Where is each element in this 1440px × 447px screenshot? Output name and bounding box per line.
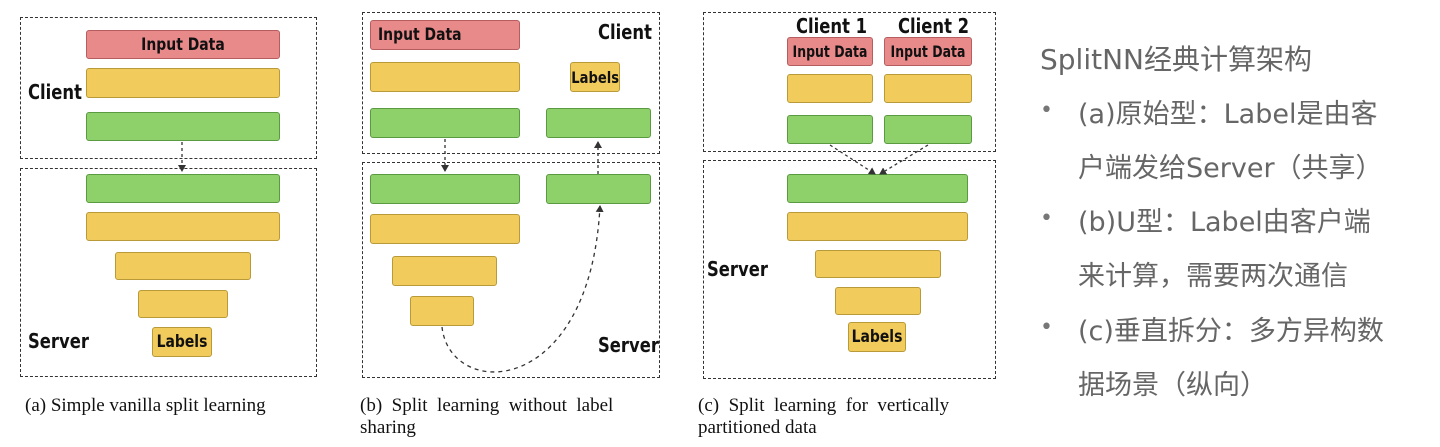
labels-block: Labels [152, 327, 212, 357]
input-data-block: Input Data [370, 20, 520, 50]
client-1-input-block: Input Data [787, 37, 873, 66]
bullet-dot: • [1040, 98, 1053, 123]
client-2-input-block: Input Data [884, 37, 972, 66]
client-2-cut-layer-block [884, 115, 972, 144]
note-b-line-2: 来计算，需要两次通信 [1078, 261, 1348, 292]
server-layer-block [115, 252, 251, 280]
caption-line-2: partitioned data [698, 417, 817, 438]
server-region [703, 160, 996, 379]
client-cut-layer-block [370, 108, 520, 138]
note-c-line-2: 据场景（纵向） [1078, 370, 1267, 401]
input-data-block: Input Data [86, 30, 280, 59]
server-layer-block [138, 290, 228, 318]
caption-line-2: sharing [360, 417, 416, 438]
server-region [20, 168, 317, 377]
server-label: Server [598, 333, 659, 357]
caption-line-1: (c) Split learning for vertically [698, 395, 950, 416]
client-2-label: Client 2 [898, 14, 970, 38]
input-data-label: Input Data [141, 34, 225, 55]
client-1-cut-layer-block [787, 115, 873, 144]
server-layer-block [787, 212, 968, 241]
note-a-line-1: (a)原始型：Label是由客 [1078, 99, 1378, 130]
caption: (c) Split learning for vertically partit… [698, 395, 1010, 439]
server-layer-block [370, 214, 520, 244]
input-data-label: Input Data [378, 25, 462, 45]
forward-arrow-client-2 [879, 144, 929, 175]
server-label: Server [28, 329, 89, 353]
client-output-layer-block [546, 108, 651, 138]
caption-line-1: (b) Split learning without label [360, 395, 614, 416]
caption: (b) Split learning without label sharing [360, 395, 672, 439]
labels-block: Labels [570, 62, 620, 92]
server-layer-block [835, 287, 921, 315]
caption: (a) Simple vanilla split learning [25, 395, 266, 416]
client-region [703, 12, 996, 152]
client-1-label: Client 1 [796, 14, 868, 38]
input-data-label: Input Data [792, 42, 868, 61]
server-cut-layer-block [370, 174, 520, 204]
server-layer-block [815, 250, 941, 278]
server-cut-layer-block [86, 174, 280, 203]
labels-label: Labels [571, 67, 619, 87]
forward-arrow-client-1 [829, 144, 876, 175]
labels-label: Labels [156, 332, 208, 352]
arrows-overlay [178, 139, 929, 373]
client-2-layer-block [884, 74, 972, 103]
client-label: Client [598, 20, 652, 44]
client-label: Client [28, 80, 82, 104]
client-layer-block [370, 62, 520, 92]
note-b-line-1: (b)U型：Label由客户端 [1078, 207, 1371, 238]
input-data-label: Input Data [890, 42, 966, 61]
client-layer-block [86, 68, 280, 98]
bullet-dot: • [1040, 315, 1053, 340]
server-layer-block [392, 256, 497, 286]
notes-title: SplitNN经典计算架构 [1040, 43, 1312, 76]
server-label: Server [707, 257, 768, 281]
server-layer-block [410, 296, 474, 326]
server-region [362, 162, 660, 378]
client-cut-layer-block [86, 112, 280, 141]
server-output-layer-block [546, 174, 651, 204]
labels-block: Labels [848, 322, 906, 352]
u-curve-arrow [441, 205, 604, 373]
server-cut-layer-block [787, 174, 968, 203]
note-c-line-1: (c)垂直拆分：多方异构数 [1078, 316, 1384, 347]
labels-label: Labels [851, 327, 903, 347]
bullet-dot: • [1040, 206, 1053, 231]
client-region [20, 17, 317, 159]
note-a-line-2: 户端发给Server（共享） [1078, 153, 1383, 184]
client-region [362, 12, 660, 154]
client-1-layer-block [787, 74, 873, 103]
server-layer-block [86, 212, 280, 241]
